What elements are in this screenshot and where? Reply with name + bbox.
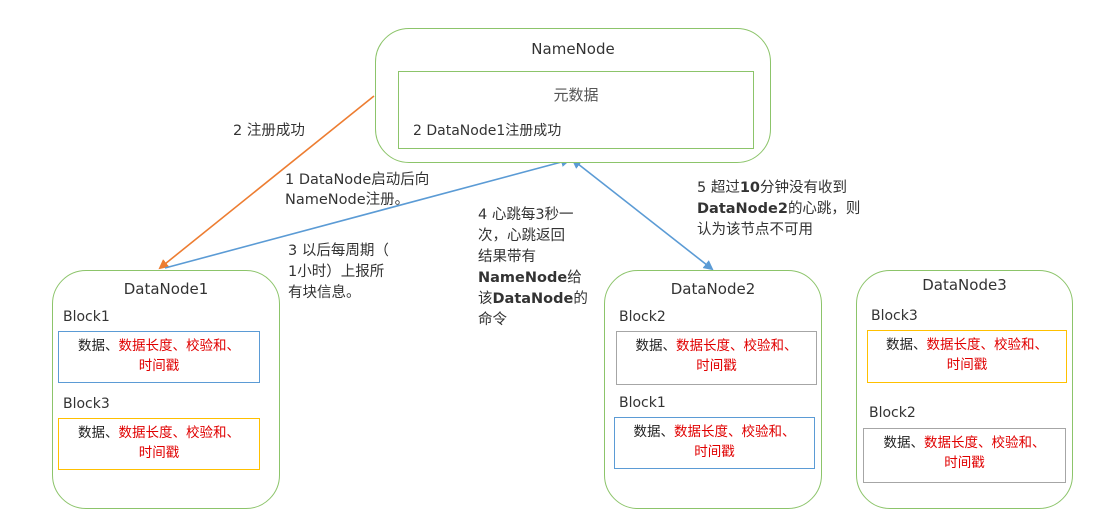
datanode3-block3-content: 数据、数据长度、校验和、 时间戳 xyxy=(867,330,1067,383)
heartbeat-note: 4 心跳每3秒一 次，心跳返回 结果带有 NameNode给 该DataNode… xyxy=(478,207,588,328)
heartbeat-arrow xyxy=(571,158,714,271)
datanode2-block-label: Block1 xyxy=(619,395,666,411)
register-success-note: 2 注册成功 xyxy=(233,123,305,139)
datanode2-block1-content: 数据、数据长度、校验和、 时间戳 xyxy=(614,417,815,469)
metadata-title: 元数据 xyxy=(553,86,599,104)
datanode2-box: DataNode2 Block2 数据、数据长度、校验和、 时间戳 Block1… xyxy=(604,270,822,509)
datanode1-block3-content: 数据、数据长度、校验和、 时间戳 xyxy=(58,418,260,470)
datanode1-block1-content: 数据、数据长度、校验和、 时间戳 xyxy=(58,331,260,383)
datanode3-box: DataNode3 Block3 数据、数据长度、校验和、 时间戳 Block2… xyxy=(856,270,1073,509)
datanode2-title: DataNode2 xyxy=(670,280,756,298)
namenode-box: NameNode 元数据 2 DataNode1注册成功 xyxy=(375,28,771,163)
metadata-box: 元数据 2 DataNode1注册成功 xyxy=(398,71,754,149)
datanode3-block-label: Block3 xyxy=(871,308,918,324)
register-note: 1 DataNode启动后向 NameNode注册。 xyxy=(285,172,430,208)
datanode1-block-label: Block1 xyxy=(63,309,110,325)
datanode1-box: DataNode1 Block1 数据、数据长度、校验和、 时间戳 Block3… xyxy=(52,270,280,509)
block-report-arrow xyxy=(164,157,571,269)
datanode3-title: DataNode3 xyxy=(922,276,1007,294)
register-success-arrow xyxy=(158,95,375,270)
timeout-note: 5 超过10分钟没有收到 DataNode2的心跳，则 认为该节点不可用 xyxy=(697,180,861,238)
metadata-entry: 2 DataNode1注册成功 xyxy=(413,123,562,139)
namenode-title: NameNode xyxy=(531,40,615,58)
block-report-note: 3 以后每周期（ 1小时）上报所 有块信息。 xyxy=(288,243,389,301)
datanode2-block2-content: 数据、数据长度、校验和、 时间戳 xyxy=(616,331,817,385)
datanode2-block-label: Block2 xyxy=(619,309,666,325)
datanode3-block-label: Block2 xyxy=(869,405,916,421)
datanode1-block-label: Block3 xyxy=(63,396,110,412)
datanode1-title: DataNode1 xyxy=(123,280,209,298)
datanode3-block2-content: 数据、数据长度、校验和、 时间戳 xyxy=(863,428,1066,483)
